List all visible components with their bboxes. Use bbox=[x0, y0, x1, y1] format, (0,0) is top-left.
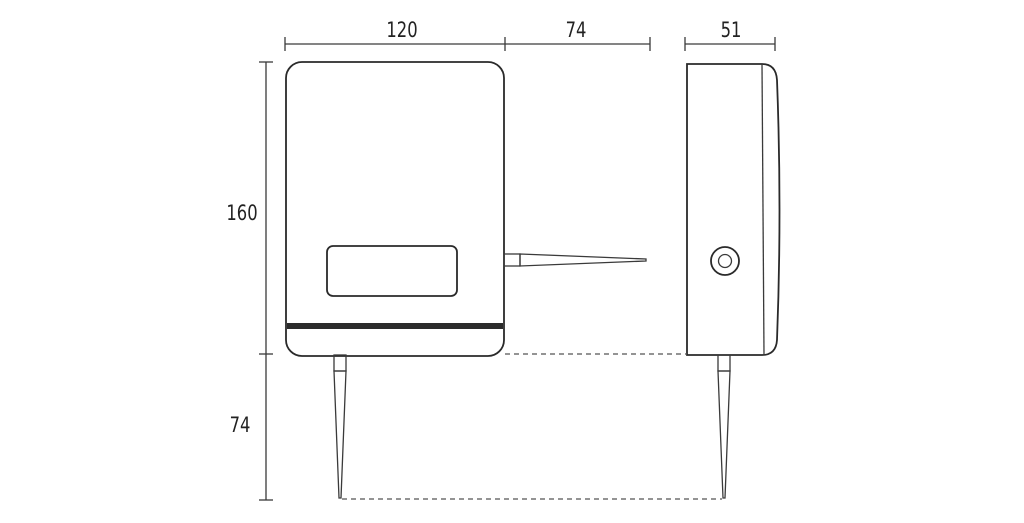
dimension-antenna-side bbox=[505, 37, 651, 51]
bottom-antenna-side bbox=[717, 354, 731, 499]
side-housing bbox=[686, 63, 781, 356]
dimension-height bbox=[259, 61, 273, 355]
label-antenna-bottom-length: 74 bbox=[230, 414, 251, 437]
label-height: 160 bbox=[226, 202, 257, 225]
bottom-antenna-front bbox=[333, 354, 347, 499]
label-front-width: 120 bbox=[386, 19, 417, 42]
front-view bbox=[285, 61, 647, 499]
dimension-antenna-bottom bbox=[259, 354, 273, 501]
front-housing bbox=[285, 61, 505, 357]
label-antenna-side-length: 74 bbox=[566, 19, 587, 42]
dimension-depth-side bbox=[684, 37, 776, 51]
connector-port bbox=[710, 246, 740, 276]
front-bottom-band bbox=[287, 323, 503, 329]
label-side-depth: 51 bbox=[721, 19, 742, 42]
side-view bbox=[686, 63, 781, 499]
side-antenna bbox=[503, 253, 647, 267]
display-window bbox=[326, 245, 458, 297]
